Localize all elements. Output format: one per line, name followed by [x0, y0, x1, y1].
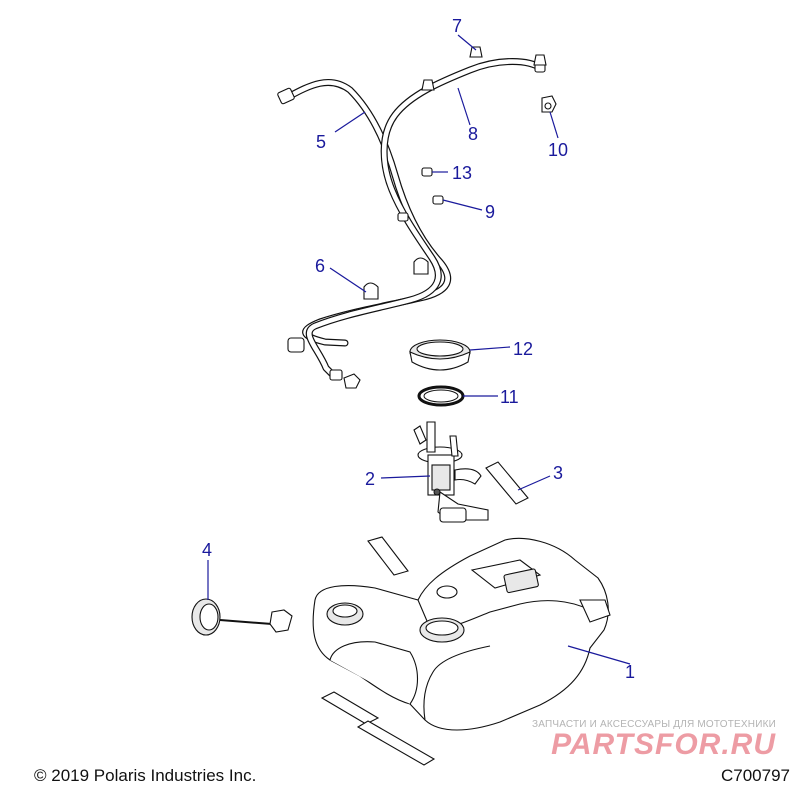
fitting-10 — [541, 95, 557, 113]
leader-8 — [457, 87, 471, 126]
callout-10: 10 — [548, 140, 568, 160]
callout-3: 3 — [553, 463, 563, 483]
lock-ring-12 — [409, 339, 471, 371]
callout-12: 12 — [513, 339, 533, 359]
leader-3 — [517, 475, 551, 491]
watermark-tagline: ЗАПЧАСТИ И АКСЕССУАРЫ ДЛЯ МОТОТЕХНИКИ — [531, 719, 776, 730]
watermark-logo: PARTSFOR.RU — [551, 728, 776, 761]
fuel-hose-8 — [305, 58, 544, 380]
fitting-13 — [397, 167, 433, 222]
callout-4: 4 — [202, 540, 212, 560]
leader-2 — [380, 475, 431, 479]
callout-8: 8 — [468, 124, 478, 144]
leader-lines — [207, 34, 631, 665]
tank-pad-bottom — [320, 691, 436, 766]
callout-5: 5 — [316, 132, 326, 152]
fuel-cap-4 — [191, 598, 293, 636]
copyright-text: © 2019 Polaris Industries Inc. — [34, 766, 257, 785]
seal-11 — [417, 385, 465, 407]
pad-3 — [485, 461, 529, 505]
leader-12 — [469, 346, 511, 351]
leader-10 — [549, 111, 559, 139]
leader-9 — [442, 199, 483, 211]
drawing-code: C700797 — [720, 766, 790, 785]
leader-1 — [567, 645, 631, 665]
hose-clamp-7 — [421, 46, 547, 91]
callout-13: 13 — [452, 163, 472, 183]
fuel-pump-2 — [413, 421, 489, 523]
leader-5 — [334, 111, 366, 133]
callout-labels: 1 2 3 4 5 6 7 8 9 10 11 12 13 — [202, 16, 635, 682]
tee-fitting — [343, 373, 361, 389]
callout-2: 2 — [365, 469, 375, 489]
callout-11: 11 — [500, 387, 519, 407]
callout-7: 7 — [452, 16, 462, 36]
leader-7 — [457, 34, 477, 51]
fuel-hose-5 — [284, 78, 452, 347]
fitting-9 — [432, 195, 444, 205]
tank-pad-top — [367, 536, 409, 576]
fuel-tank-1 — [312, 537, 611, 731]
hose-end-fitting — [277, 59, 546, 381]
watermark: ЗАПЧАСТИ И АКСЕССУАРЫ ДЛЯ МОТОТЕХНИКИ PA… — [532, 719, 776, 760]
callout-9: 9 — [485, 202, 495, 222]
callout-6: 6 — [315, 256, 325, 276]
callout-1: 1 — [625, 662, 635, 682]
leader-6 — [329, 267, 367, 293]
hose-clamp-6 — [363, 257, 429, 300]
